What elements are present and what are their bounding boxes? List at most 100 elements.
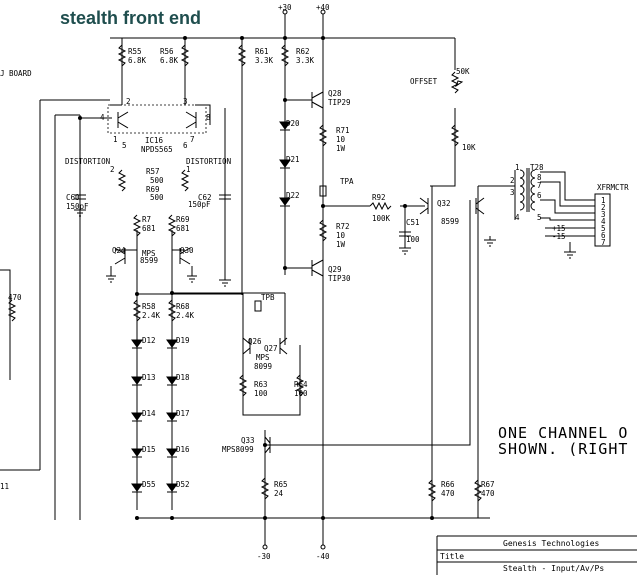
- component-ref: Q32: [437, 199, 451, 208]
- component-value: 10: [336, 231, 346, 240]
- component-value: 470: [441, 489, 455, 498]
- ic-pin: 4: [100, 113, 105, 122]
- diode-label: D20: [286, 119, 300, 128]
- ic-pin: 1: [113, 135, 118, 144]
- component-ref: R71: [336, 126, 350, 135]
- diode-label: D22: [286, 191, 300, 200]
- component-value: TIP29: [328, 98, 351, 107]
- component-value: MPS: [142, 249, 156, 258]
- ic-pin: 7: [190, 135, 195, 144]
- ic-pin: 2: [126, 97, 131, 106]
- transformer-pin: 5: [537, 213, 542, 222]
- distortion-num: 2: [110, 165, 115, 174]
- component-ref: R65: [274, 480, 288, 489]
- ic-pin: 3: [183, 97, 188, 106]
- component-value: 500: [150, 193, 164, 202]
- testpoint-tpa: [319, 185, 327, 197]
- component-value: 8599: [441, 217, 459, 226]
- component-value: 2.4K: [142, 311, 161, 320]
- edge-label: 11: [0, 482, 9, 491]
- component-ref: R57: [146, 167, 160, 176]
- component-value: 100: [406, 235, 420, 244]
- ic-pin: 5: [122, 141, 127, 150]
- component-ref: R63: [254, 380, 268, 389]
- transformer-pin: 6: [537, 191, 542, 200]
- component-ref: Q30: [180, 246, 194, 255]
- distortion-label: DISTORTION: [186, 157, 231, 166]
- component-ref: C62: [198, 193, 212, 202]
- component-value: TIP30: [328, 274, 351, 283]
- component-value: 6.8K: [128, 56, 147, 65]
- transformer-t28: [519, 168, 536, 212]
- diode-label: D14: [142, 409, 156, 418]
- component-ref: C51: [406, 218, 420, 227]
- title-block-value: Stealth - Input/Av/Ps: [503, 564, 604, 573]
- component-value: 10: [336, 135, 346, 144]
- diodes: [131, 121, 291, 493]
- rail-label: -30: [257, 552, 271, 561]
- testpoint-label: TPA: [340, 177, 354, 186]
- component-ref: Q29: [328, 265, 342, 274]
- pot-value: 50K: [456, 67, 470, 76]
- component-value: 8599: [140, 256, 158, 265]
- board-ref-label: J BOARD: [0, 69, 32, 78]
- transformer-pin: 4: [515, 213, 520, 222]
- component-ref: R62: [296, 47, 310, 56]
- component-ref: R92: [372, 193, 386, 202]
- component-value: 100: [254, 389, 268, 398]
- transformer-label: T28: [530, 163, 544, 172]
- schematic-title: stealth front end: [60, 8, 202, 28]
- resistors: [7, 44, 483, 502]
- diode-label: D52: [176, 480, 190, 489]
- component-ref: R55: [128, 47, 142, 56]
- component-ref: R61: [255, 47, 269, 56]
- ic-transistors: [117, 111, 197, 129]
- diode-label: D55: [142, 480, 156, 489]
- transformer-pin: 3: [510, 188, 515, 197]
- ic-box: [107, 104, 207, 134]
- testpoint-tpb: [254, 300, 262, 312]
- connector-supply-label: -15: [552, 232, 566, 241]
- component-value: 681: [142, 224, 156, 233]
- ic-type: NPDS565: [141, 145, 173, 154]
- transformer-pin: 1: [515, 163, 520, 172]
- component-value: 150pF: [188, 200, 211, 209]
- component-extra: 1W: [336, 144, 346, 153]
- rail-label: +30: [278, 3, 292, 12]
- rail-terminals: [262, 9, 326, 550]
- connector-supply-label: +15: [552, 224, 566, 233]
- diode-label: D19: [176, 336, 190, 345]
- component-value: 470: [481, 489, 495, 498]
- component-ref: Q28: [328, 89, 342, 98]
- component-ref: R68: [176, 302, 190, 311]
- component-ref: Q26: [248, 337, 262, 346]
- connector-pin: 7: [601, 238, 606, 247]
- ground-symbols: [74, 209, 576, 287]
- distortion-label: DISTORTION: [65, 157, 110, 166]
- title-block-company: Genesis Technologies: [503, 539, 600, 548]
- component-ref: R67: [481, 480, 495, 489]
- component-value: 100K: [372, 214, 391, 223]
- component-value: 6.8K: [160, 56, 179, 65]
- component-extra: 1W: [336, 240, 346, 249]
- component-ref: Q33: [241, 436, 255, 445]
- pot-ref: OFFSET: [410, 77, 438, 86]
- component-ref: C60: [66, 193, 80, 202]
- component-value: 500: [150, 176, 164, 185]
- diode-label: D18: [176, 373, 190, 382]
- component-value: MPS8099: [222, 445, 254, 454]
- connector-pin: 3: [601, 210, 606, 219]
- component-value: MPS: [256, 353, 270, 362]
- rail-label: -40: [316, 552, 330, 561]
- component-ref: R66: [441, 480, 455, 489]
- distortion-num: 1: [186, 165, 191, 174]
- junction-dots: [78, 36, 434, 520]
- component-value: 681: [176, 224, 190, 233]
- title-block: [436, 535, 637, 575]
- component-value: 3.3K: [296, 56, 315, 65]
- diode-label: D13: [142, 373, 156, 382]
- connector-pin: 4: [601, 217, 606, 226]
- diode-label: D16: [176, 445, 190, 454]
- component-ref: Q27: [264, 344, 278, 353]
